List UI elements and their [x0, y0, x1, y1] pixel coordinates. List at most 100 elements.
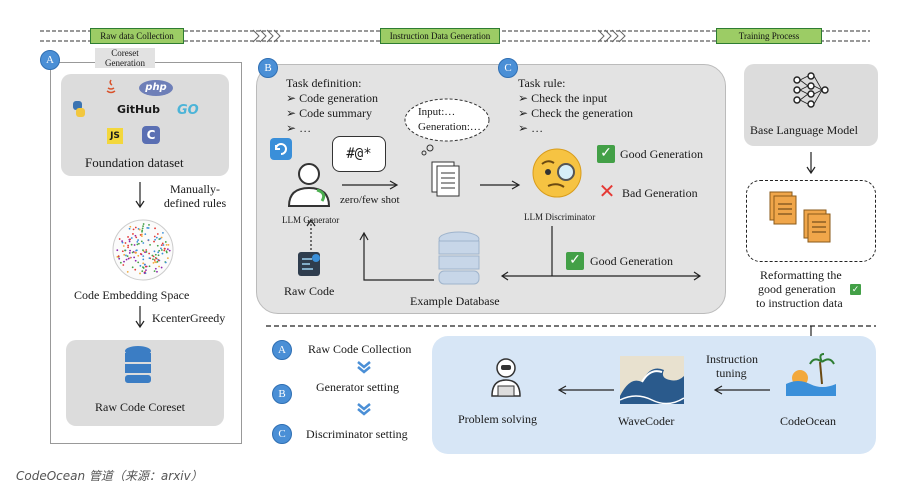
- embedding-dot: [160, 244, 163, 247]
- arrow-foundation-down: [135, 182, 145, 209]
- task-def-item-1: Code generation: [286, 91, 378, 106]
- embedding-dot: [159, 237, 162, 240]
- embedding-dot: [154, 238, 157, 241]
- embedding-dot: [156, 244, 159, 247]
- js-icon: JS: [107, 128, 123, 144]
- embedding-dot: [130, 243, 133, 246]
- embedding-dot: [154, 253, 157, 256]
- embedding-dot: [164, 241, 167, 243]
- task-rule-item-3: …: [518, 121, 543, 136]
- embedding-dot: [133, 256, 136, 259]
- embedding-dot: [163, 249, 166, 252]
- cloud-input: Input:…: [418, 106, 456, 118]
- legend-label-b: Generator setting: [316, 380, 399, 394]
- embedding-dot: [143, 272, 146, 274]
- reformat-line-1: Reformatting the: [760, 268, 842, 282]
- llm-discriminator-label: LLM Discriminator: [524, 212, 596, 222]
- coreset-title: Coreset Generation: [95, 48, 155, 68]
- embedding-dot: [145, 249, 148, 251]
- stage-training: Training Process: [716, 28, 822, 44]
- embedding-dot: [141, 230, 143, 233]
- embedding-dot: [130, 237, 133, 239]
- embedding-dot: [129, 238, 132, 241]
- embedding-dot: [158, 249, 161, 252]
- arrow-base-down: [806, 152, 816, 175]
- good-generation-label: Good Generation: [620, 147, 703, 161]
- instruction-tuning-line-2: tuning: [716, 366, 747, 380]
- embedding-dot: [121, 250, 124, 253]
- embedding-dot: [145, 269, 147, 271]
- embedding-dot: [124, 242, 127, 244]
- embedding-dot: [133, 244, 136, 246]
- cloud-generation: Generation:…: [418, 121, 481, 133]
- section-divider: [266, 325, 876, 327]
- embedding-dot: [135, 251, 137, 254]
- embedding-dot: [118, 257, 121, 260]
- embedding-dot: [155, 236, 158, 239]
- embedding-dot: [121, 240, 124, 243]
- embedding-dot: [162, 244, 165, 246]
- discriminator-face-icon: [532, 148, 582, 198]
- check-icon-2: ✓: [566, 252, 584, 270]
- embedding-dot: [139, 272, 141, 275]
- embedding-dot: [138, 228, 141, 231]
- embedding-dot: [161, 242, 164, 245]
- legend-chevron-2: [357, 403, 371, 416]
- check-icon-1: ✓: [597, 145, 615, 163]
- embedding-dot: [153, 235, 156, 238]
- embedding-dot: [137, 242, 140, 245]
- embedding-dot: [137, 239, 139, 241]
- embedding-dot: [148, 252, 151, 255]
- embedding-dot: [160, 236, 163, 239]
- embedding-dot: [163, 247, 166, 250]
- embedding-dot: [142, 223, 145, 225]
- embedding-dot: [157, 259, 160, 262]
- embedding-dot: [165, 251, 168, 254]
- coreset-label: Raw Code Coreset: [95, 400, 185, 414]
- embedding-dot: [129, 225, 132, 228]
- thought-cloud: [404, 98, 490, 156]
- embedding-dot: [142, 258, 145, 261]
- embedding-dot: [127, 244, 130, 247]
- embedding-dot: [124, 249, 126, 252]
- embedding-dot: [155, 257, 158, 260]
- neural-network-icon: [793, 72, 829, 108]
- embedding-dot: [122, 245, 125, 247]
- legend-label-c: Discriminator setting: [306, 427, 408, 441]
- task-rule-item-2: Check the generation: [518, 106, 633, 121]
- codeocean-label: CodeOcean: [780, 414, 836, 428]
- arrow-docs-right: [480, 180, 521, 190]
- arrow-rawcode-up: [306, 218, 316, 250]
- cross-icon: ✕: [598, 179, 616, 203]
- embedding-dot: [139, 253, 142, 255]
- embedding-dot: [142, 266, 144, 269]
- embedding-dot: [156, 260, 159, 263]
- embedding-dot: [140, 240, 143, 243]
- embedding-dot: [154, 267, 157, 270]
- embedding-dot: [166, 248, 169, 251]
- bad-generation-label: Bad Generation: [622, 186, 698, 200]
- problem-solving-label: Problem solving: [458, 412, 538, 426]
- embedding-dot: [129, 249, 131, 252]
- embedding-dot: [119, 261, 122, 264]
- embedding-dot: [157, 251, 160, 254]
- stage-instruction-data: Instruction Data Generation: [380, 28, 500, 44]
- embedding-dot: [135, 236, 138, 239]
- embedding-dot: [160, 247, 162, 250]
- embedding-dot: [136, 240, 139, 243]
- legend-label-a: Raw Code Collection: [308, 342, 412, 356]
- embedding-sphere: [112, 219, 174, 281]
- embedding-dot: [127, 257, 130, 260]
- embedding-dot: [157, 254, 160, 257]
- embedding-dot: [139, 234, 142, 236]
- figure-caption: CodeOcean 管道（来源：arxiv）: [16, 469, 203, 483]
- embedding-dot: [135, 249, 138, 252]
- embedding-dot: [144, 263, 146, 266]
- embedding-dot: [127, 236, 129, 238]
- stage-chevrons-2: [597, 29, 626, 43]
- refresh-icon: [270, 138, 292, 160]
- embedding-dot: [153, 240, 155, 243]
- badge-c: C: [498, 58, 518, 78]
- code-file-icon: [298, 252, 320, 276]
- legend-chevron-1: [357, 361, 371, 374]
